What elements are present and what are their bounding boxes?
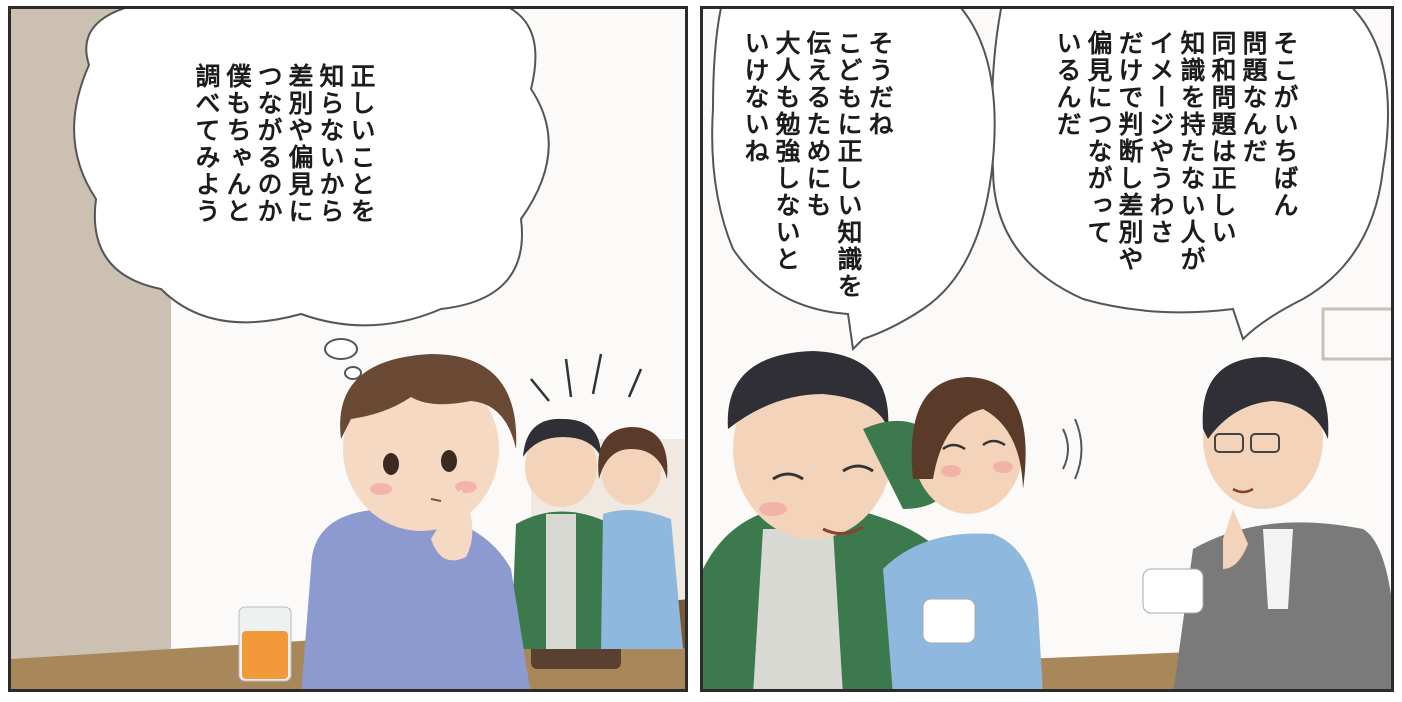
bubble-line: つながるのか (254, 63, 283, 225)
bubble-line: 僕もちゃんと (223, 63, 252, 225)
bubble-line: そうだね (865, 30, 894, 138)
pointing-hand (1223, 509, 1248, 569)
juice-glass (238, 606, 292, 682)
teacher-teacup (1142, 568, 1204, 614)
bubble-line: そこがいちばん (1270, 30, 1299, 219)
bubble-line: 同和問題は正しい (1208, 30, 1237, 246)
mother-character (883, 377, 1083, 689)
bubble-line: いけないね (741, 30, 770, 165)
bubble-line: 問題なんだ (1239, 30, 1268, 165)
panel-right (700, 6, 1394, 692)
bubble-line: 偏見につながって (1084, 30, 1113, 246)
mother-speech-text: そうだねこどもに正しい知識を伝えるためにも大人も勉強しないといけないね (740, 30, 895, 300)
surprise-marks (530, 353, 643, 402)
teacher-speech-text: そこがいちばん問題なんだ同和問題は正しい知識を持たない人がイメージやうわさだけで… (1052, 30, 1300, 273)
bubble-line: 伝えるためにも (803, 30, 832, 219)
boy-character (301, 354, 531, 689)
panel-right-artwork (703, 9, 1391, 689)
bubble-line: 知識を持たない人が (1177, 30, 1206, 273)
bubble-line: いるんだ (1053, 30, 1082, 138)
teacher-character (1142, 357, 1391, 689)
bubble-line: イメージやうわさ (1146, 30, 1175, 246)
picture-frame (1321, 307, 1391, 361)
bubble-line: 調べてみよう (192, 63, 221, 225)
panel-left-artwork (11, 9, 685, 689)
mother-speech-bubble (711, 9, 996, 352)
bubble-line: 大人も勉強しないと (772, 30, 801, 273)
bubble-line: こどもに正しい知識を (834, 30, 863, 300)
background-mother (598, 427, 683, 649)
bubble-line: 正しいことを (347, 63, 376, 225)
bubble-line: だけで判断し差別や (1115, 30, 1144, 273)
background-father (511, 418, 631, 649)
father-character (703, 351, 958, 689)
thought-bubble (73, 9, 550, 380)
bubble-line: 差別や偏見に (285, 63, 314, 225)
mother-teacup (922, 598, 976, 644)
thought-bubble-text: 正しいことを知らないから差別や偏見につながるのか僕もちゃんと調べてみよう (191, 63, 377, 225)
bubble-line: 知らないから (316, 63, 345, 225)
panel-left: 正しいことを知らないから差別や偏見につながるのか僕もちゃんと調べてみよう (8, 6, 688, 692)
